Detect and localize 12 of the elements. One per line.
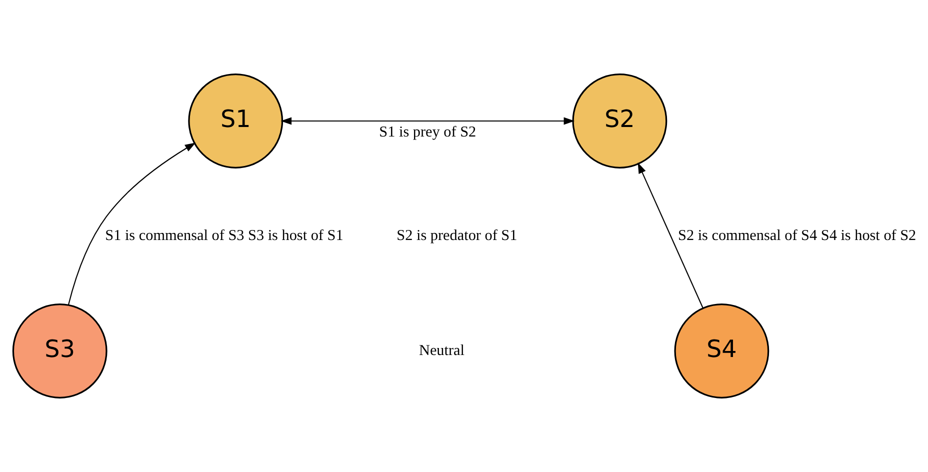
arrow [280,117,575,125]
label: S2 is predator of S1 [396,227,518,244]
node-circle: S3 [12,304,108,398]
node-circle: S2 [572,74,668,168]
arrow [638,162,704,308]
edge-label: S1 is commensal of S3 S3 is host of S1 [105,227,344,244]
label: Neutral [419,342,465,360]
node-circle: S4 [674,304,770,398]
arrow [68,142,196,306]
node-circle: S1 [188,74,284,168]
edge-label: S1 is prey of S2 [379,123,476,140]
edge-label: S2 is commensal of S4 S4 is host of S2 [678,227,916,244]
